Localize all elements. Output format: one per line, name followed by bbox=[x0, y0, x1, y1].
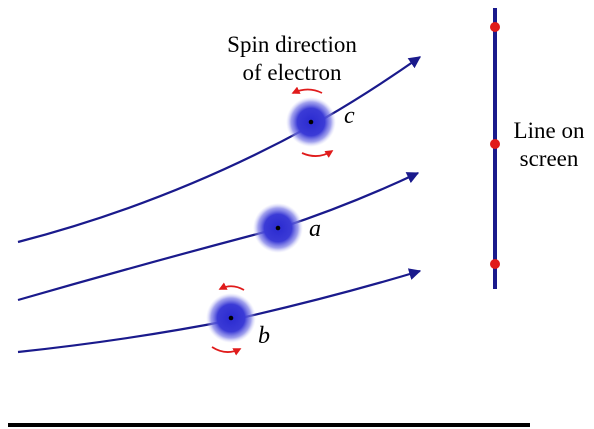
electron-b bbox=[206, 282, 256, 356]
electron-c-label: c bbox=[344, 103, 355, 129]
electron-b-label: b bbox=[258, 323, 270, 349]
spin-direction-label-line2: of electron bbox=[243, 60, 342, 85]
screen-hit-top bbox=[490, 22, 500, 32]
spin-arrow-c-bottom bbox=[301, 150, 334, 158]
spin-arrow-c-top bbox=[291, 86, 323, 94]
electron-c bbox=[286, 86, 336, 158]
spin-arrow-b-bottom bbox=[211, 346, 242, 356]
spin-arrow-b-top bbox=[218, 282, 245, 291]
screen-label-line1: Line on bbox=[514, 118, 585, 143]
electron-a-label: a bbox=[309, 216, 321, 242]
screen-label-line2: screen bbox=[520, 146, 579, 171]
spin-direction-label-line1: Spin direction bbox=[227, 32, 357, 57]
electron-a bbox=[253, 203, 303, 253]
screen-hit-middle bbox=[490, 139, 500, 149]
trajectory-c bbox=[17, 56, 421, 244]
trajectory-a bbox=[17, 172, 420, 302]
screen-hit-bottom bbox=[490, 259, 500, 269]
